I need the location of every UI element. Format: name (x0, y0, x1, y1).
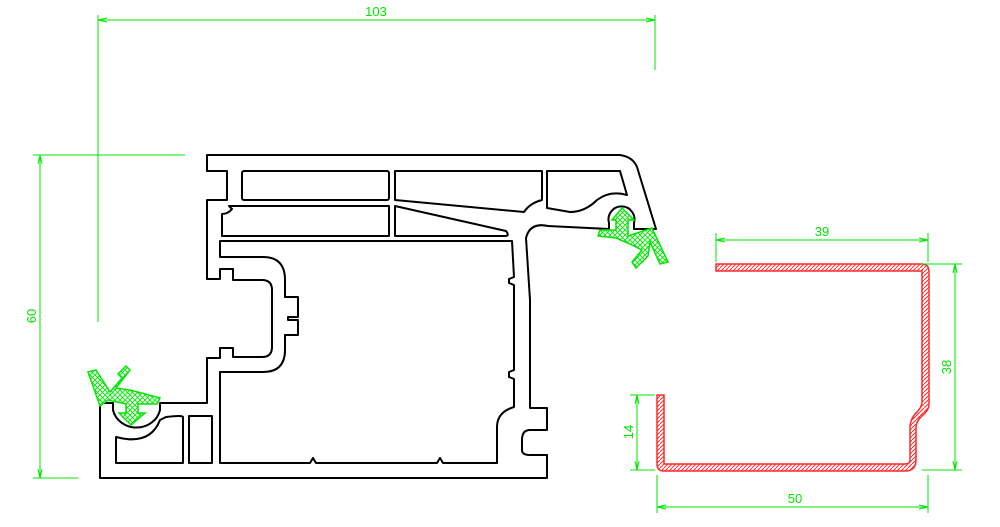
steel-reinforcement-channel (656, 263, 930, 472)
chamber-top-3 (546, 170, 628, 213)
frame-profile-outline (99, 154, 657, 479)
dimension-14: 14 (621, 394, 655, 471)
dimension-text-39: 39 (815, 224, 829, 239)
dimension-50: 50 (656, 475, 929, 513)
dimension-text-50: 50 (788, 491, 802, 506)
dimension-103: 103 (97, 4, 656, 322)
chamber-top-2 (394, 170, 543, 213)
dimension-text-103: 103 (365, 4, 387, 19)
chamber-bottom-mid (188, 415, 213, 464)
dimension-38: 38 (922, 263, 962, 471)
dimension-text-60: 60 (24, 309, 39, 323)
chamber-mid-2 (394, 205, 509, 237)
gasket-top-right (596, 206, 670, 270)
chamber-top-1 (241, 170, 390, 201)
chamber-bottom-left (115, 415, 184, 464)
dimension-60: 60 (24, 154, 185, 479)
dimension-text-38: 38 (939, 360, 954, 374)
dimension-39: 39 (715, 224, 929, 262)
dimension-text-14: 14 (621, 425, 636, 439)
chamber-mid-1 (221, 205, 390, 237)
gasket-bottom-left (87, 364, 162, 427)
main-chamber (219, 240, 515, 464)
